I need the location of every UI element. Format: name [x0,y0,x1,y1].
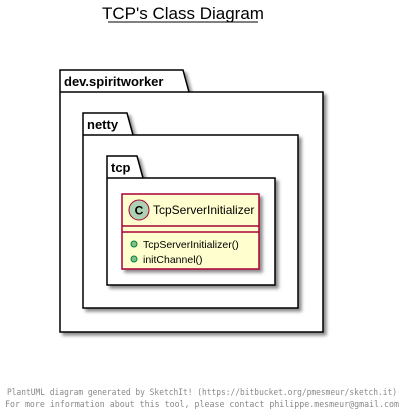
package-label-tcp: tcp [111,160,131,175]
class-stereotype-letter: C [135,204,144,218]
package-label-netty: netty [87,117,119,132]
class-tcp-server-initializer: C TcpServerInitializer TcpServerInitiali… [121,193,260,270]
method-tcp-server-initializer: TcpServerInitializer() [143,239,239,251]
package-label-dev-spiritworker: dev.spiritworker [64,74,163,89]
diagram-title: TCP's Class Diagram [102,4,264,23]
public-method-icon [130,255,138,263]
public-method-icon [130,240,138,248]
footer-line-2: For more information about this tool, pl… [5,400,399,410]
class-stereotype-circle-icon [128,199,150,221]
footer-line-1: PlantUML diagram generated by SketchIt! … [7,388,397,398]
method-init-channel: initChannel() [143,254,203,266]
class-name: TcpServerInitializer [153,203,254,217]
